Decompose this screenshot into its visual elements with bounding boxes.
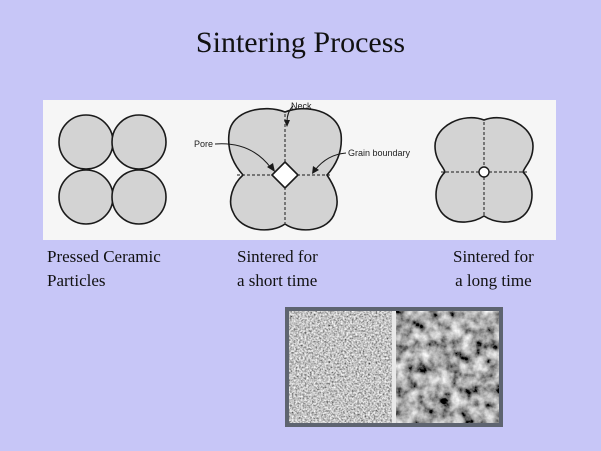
pore-label: Pore <box>194 139 213 149</box>
pressed-particles <box>58 114 167 225</box>
caption-line: Particles <box>47 271 106 290</box>
micrograph-short-time <box>289 311 392 423</box>
pore-pointer <box>214 143 272 169</box>
caption-line: Pressed Ceramic <box>47 247 161 266</box>
pore-arrowhead <box>267 163 275 172</box>
neck-arrowhead <box>284 120 290 127</box>
caption-line: Sintered for <box>453 247 534 266</box>
particle <box>58 114 114 170</box>
micrograph-long-time <box>396 311 499 423</box>
grain-boundary-label: Grain boundary <box>348 148 411 158</box>
caption-pressed-particles: Pressed Ceramic Particles <box>47 245 161 293</box>
neck-label: Neck <box>291 101 312 111</box>
slide-title: Sintering Process <box>195 26 406 59</box>
particle <box>111 114 167 170</box>
caption-line: a long time <box>455 271 532 290</box>
long-sinter-particles <box>434 116 534 223</box>
sintering-diagram: Neck Pore Grain boundary <box>43 100 556 240</box>
pore <box>270 160 300 190</box>
caption-line: Sintered for <box>237 247 318 266</box>
short-sinter-particles <box>227 107 343 231</box>
pore <box>478 166 490 178</box>
caption-long-time: Sintered for a long time <box>453 245 534 293</box>
particle <box>111 169 167 225</box>
grain-boundary-pointer <box>314 152 347 171</box>
caption-short-time: Sintered for a short time <box>237 245 318 293</box>
grain-boundary-arrowhead <box>312 166 319 174</box>
micrograph-divider <box>392 311 396 423</box>
particle <box>58 169 114 225</box>
caption-line: a short time <box>237 271 318 290</box>
sem-micrographs <box>285 307 503 427</box>
